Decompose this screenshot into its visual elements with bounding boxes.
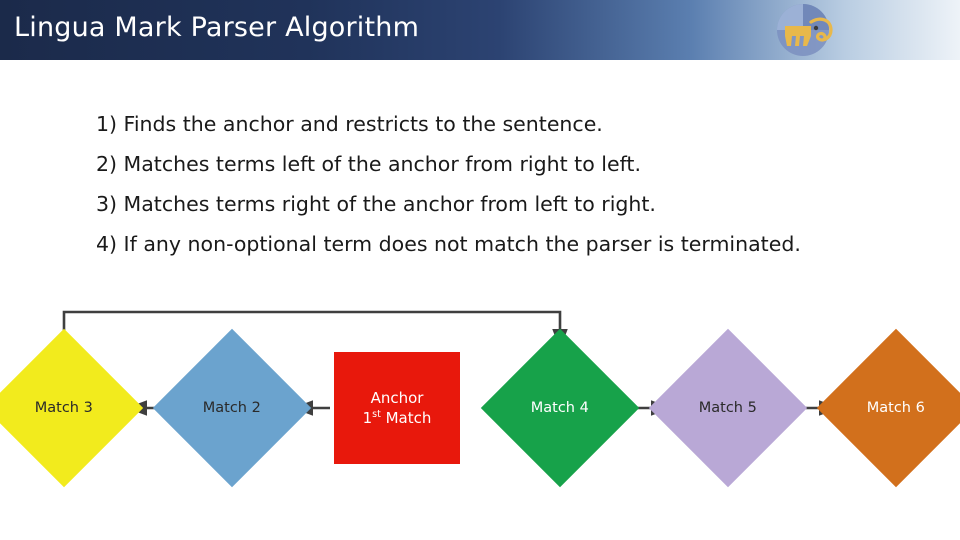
node-label-anchor: Anchor 1st Match — [363, 388, 432, 429]
algorithm-steps-list: 1) Finds the anchor and restricts to the… — [96, 104, 916, 264]
anchor-line1: Anchor — [370, 388, 424, 407]
node-label: Match 6 — [866, 399, 926, 416]
node-label: Match 4 — [530, 399, 590, 416]
elephant-logo-icon — [777, 4, 833, 56]
list-item: 3) Matches terms right of the anchor fro… — [96, 192, 656, 216]
parser-flow-diagram: Match 3 Match 2 Anchor 1st Match Match 4… — [0, 290, 960, 490]
anchor-line2-prefix: 1 — [362, 409, 373, 427]
node-label: Match 3 — [34, 399, 94, 416]
title-bar: Lingua Mark Parser Algorithm — [0, 0, 960, 60]
anchor-line2-sup: st — [372, 409, 381, 420]
list-item: 2) Matches terms left of the anchor from… — [96, 152, 641, 176]
page-title: Lingua Mark Parser Algorithm — [14, 12, 420, 43]
arrow-match3-to-match4 — [62, 310, 568, 356]
list-item: 4) If any non-optional term does not mat… — [96, 232, 801, 256]
node-anchor[interactable]: Anchor 1st Match — [334, 352, 460, 464]
anchor-line2-suffix: Match — [380, 409, 432, 427]
node-label: Match 5 — [698, 399, 758, 416]
node-label: Match 2 — [202, 399, 262, 416]
list-item: 1) Finds the anchor and restricts to the… — [96, 112, 603, 136]
flow-arrows — [62, 310, 840, 416]
